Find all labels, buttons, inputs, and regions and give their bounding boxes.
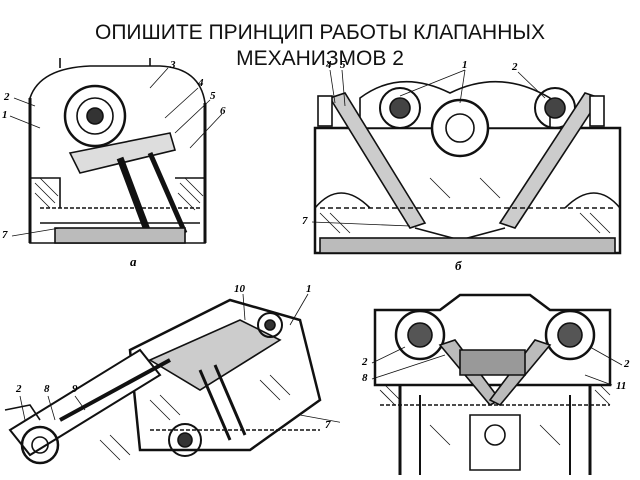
figure-d-drawing [371, 293, 623, 475]
figure-d-label: 11 [616, 380, 627, 392]
figure-d-label: 2 [624, 358, 630, 370]
figure-a-label: 6 [220, 105, 226, 117]
figure-c-label: 2 [16, 383, 22, 395]
figure-b-label: 1 [462, 59, 468, 71]
figure-d-valve-mechanism: 2 8 2 11 [360, 285, 638, 478]
figure-a-label: 4 [198, 77, 204, 89]
figure-c-label: 1 [306, 283, 312, 295]
figure-b-label: 4 [326, 59, 332, 71]
figure-b-label: 2 [512, 61, 518, 73]
figure-c-label: 7 [325, 419, 331, 431]
figure-a-label: 2 [4, 91, 10, 103]
figure-a-label: 3 [170, 59, 176, 71]
figure-d-label: 2 [362, 356, 368, 368]
figure-d-label: 8 [362, 372, 368, 384]
figure-c-valve-mechanism: 10 1 2 8 9 7 [0, 280, 340, 478]
figure-a-label: 5 [210, 90, 216, 102]
figure-a-caption: а [130, 254, 137, 269]
figure-a-drawing [9, 58, 223, 244]
figure-b-label: 5 [340, 59, 346, 71]
figure-b-drawing [311, 69, 622, 255]
figure-c-label: 10 [234, 283, 245, 295]
title-line-2: МЕХАНИЗМОВ 2 [236, 47, 404, 68]
figure-b-valve-mechanism: 4 5 1 2 7 б [300, 58, 635, 273]
figure-c-drawing [4, 293, 340, 465]
figure-a-label: 1 [2, 109, 8, 121]
figure-a-valve-mechanism: 3 2 4 5 6 1 7 а [0, 58, 230, 273]
figure-a-label: 7 [2, 229, 8, 241]
slide-title: ОПИШИТЕ ПРИНЦИП РАБОТЫ КЛАПАННЫХ МЕХАНИЗ… [0, 20, 640, 68]
figure-c-label: 8 [44, 383, 50, 395]
figure-b-label: 7 [302, 215, 308, 227]
figure-c-label: 9 [72, 383, 78, 395]
figure-b-caption: б [455, 258, 462, 273]
title-line-1: ОПИШИТЕ ПРИНЦИП РАБОТЫ КЛАПАННЫХ [94, 21, 545, 44]
